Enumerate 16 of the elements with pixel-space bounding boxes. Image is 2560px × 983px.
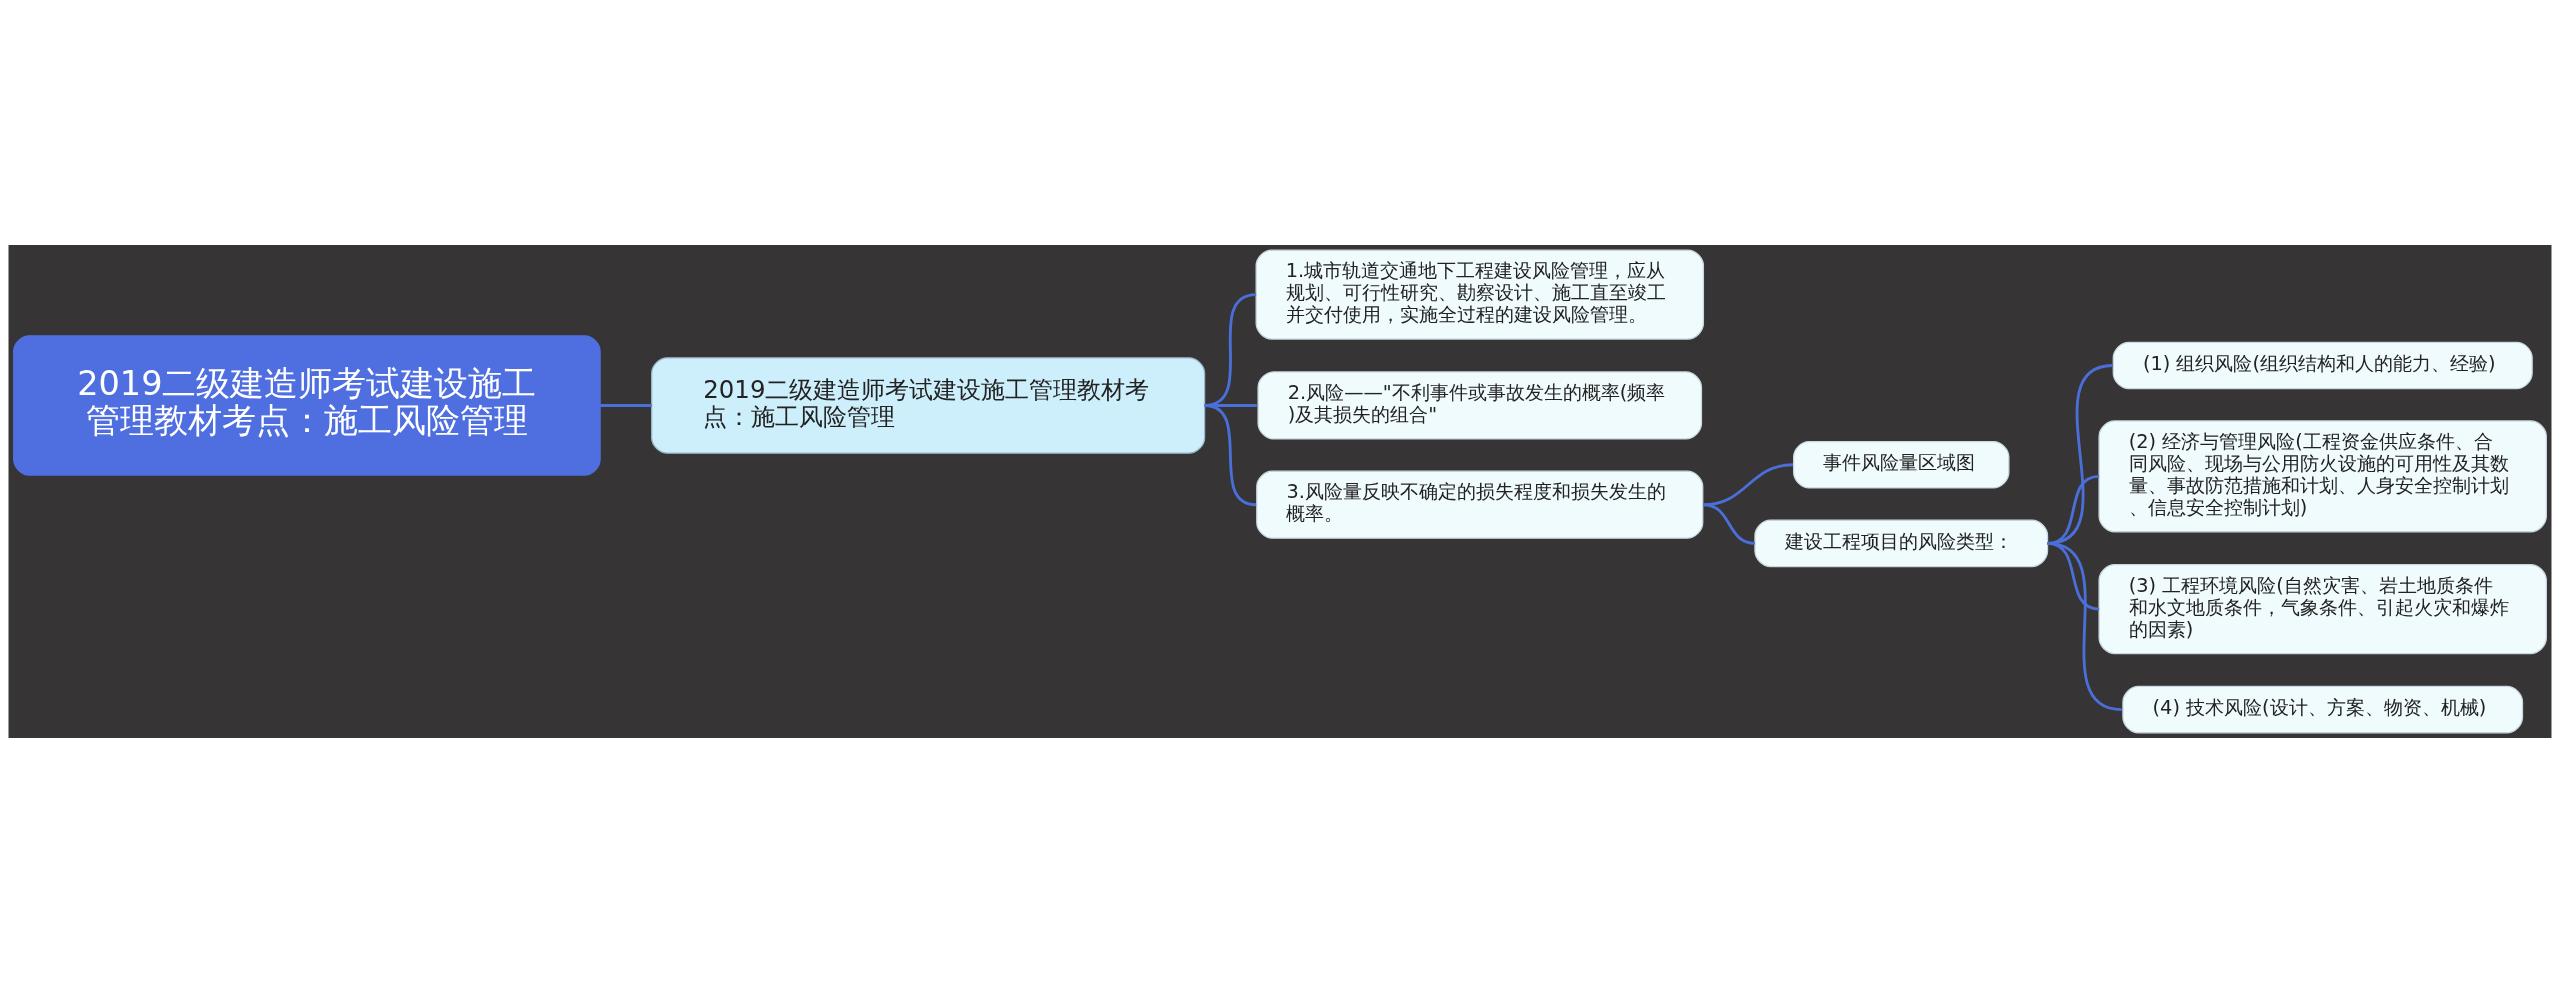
node-box: 建设工程项目的风险类型： (1754, 519, 2049, 568)
node-box: (4) 技术风险(设计、方案、物资、机械) (2122, 685, 2524, 734)
node-box: 2.风险——"不利事件或事故发生的概率(频率)及其损失的组合" (1257, 371, 1703, 440)
node-box: 2019二级建造师考试建设施工管理教材考点：施工风险管理 (651, 357, 1206, 454)
connector (600, 404, 652, 407)
node-box: (2) 经济与管理风险(工程资金供应条件、合同风险、现场与公用防火设施的可用性及其数量、事故防范措施和计划、人身安全控制计划、信息安全控制计划) (2098, 420, 2547, 533)
node-box: (1) 组织风险(组织结构和人的能力、经验) (2112, 341, 2533, 390)
node-box: 2019二级建造师考试建设施工管理教材考点：施工风险管理 (13, 335, 601, 476)
node-box: 1.城市轨道交通地下工程建设风险管理，应从规划、可行性研究、勘察设计、施工直至竣工并交付使用，实施全过程的建设风险管理。 (1255, 249, 1705, 340)
node-box: 3.风险量反映不确定的损失程度和损失发生的概率。 (1256, 470, 1704, 539)
connector (1703, 463, 1794, 507)
node-box: (3) 工程环境风险(自然灾害、岩土地质条件和水文地质条件，气象条件、引起火灾和爆炸的因素) (2098, 564, 2547, 655)
connector (1703, 503, 1756, 545)
connector (1204, 404, 1257, 507)
node-box: 事件风险量区域图 (1792, 440, 2010, 489)
connector (2047, 542, 2122, 712)
